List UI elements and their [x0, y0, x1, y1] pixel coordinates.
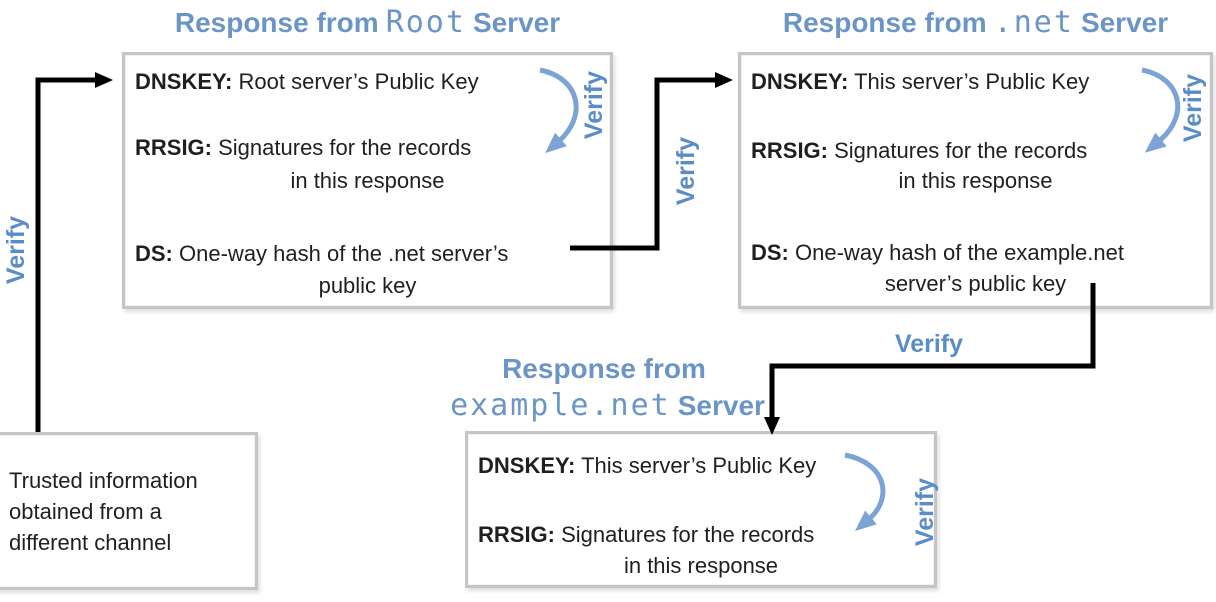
record-text: One-way hash of the .net server’s [179, 241, 509, 266]
trusted-text-line2: obtained from a [9, 499, 162, 524]
title-mono-net: .net [993, 5, 1074, 40]
ds-record: DS: One-way hash of the example.net [751, 238, 1204, 268]
record-label: RRSIG: [478, 522, 555, 547]
record-label: DNSKEY: [135, 69, 233, 94]
verify-label-mid: Verify [672, 136, 700, 206]
record-text: Signatures for the records [834, 138, 1088, 163]
record-label: DS: [751, 240, 789, 265]
root-response-box: DNSKEY: Root server’s Public Key RRSIG: … [122, 52, 613, 309]
rrsig-record: RRSIG: Signatures for the records [751, 136, 1204, 166]
arrow-trusted-to-root-dnskey [35, 72, 113, 432]
record-text: This server’s Public Key [854, 69, 1090, 94]
record-label: DNSKEY: [751, 69, 849, 94]
rrsig-record-line2: in this response [898, 168, 1053, 193]
dnskey-record: DNSKEY: This server’s Public Key [478, 451, 928, 481]
verify-label-net-box: Verify [1179, 73, 1207, 143]
record-text: This server’s Public Key [581, 453, 817, 478]
rrsig-record-line2: in this response [290, 168, 445, 193]
example-response-box: DNSKEY: This server’s Public Key RRSIG: … [465, 431, 937, 588]
verify-label-example-box: Verify [911, 477, 939, 547]
title-suffix: Server [1080, 7, 1169, 38]
title-prefix: Response from [782, 7, 987, 38]
trusted-text-line3: different channel [9, 530, 172, 555]
trusted-text-line1: Trusted information [9, 468, 198, 493]
verify-label-left: Verify [2, 215, 30, 285]
dnskey-record: DNSKEY: This server’s Public Key [751, 67, 1204, 97]
rrsig-record: RRSIG: Signatures for the records [135, 133, 604, 163]
title-mono-root: Root [385, 5, 466, 40]
rrsig-record-line2: in this response [623, 553, 779, 578]
rrsig-record: RRSIG: Signatures for the records [478, 520, 928, 550]
title-suffix: Server [677, 390, 765, 421]
record-text: One-way hash of the example.net [795, 240, 1124, 265]
dnskey-record: DNSKEY: Root server’s Public Key [135, 67, 604, 97]
record-label: RRSIG: [751, 138, 828, 163]
record-text: Signatures for the records [218, 135, 472, 160]
record-label: RRSIG: [135, 135, 212, 160]
title-suffix: Server [472, 7, 561, 38]
verify-label-root-box: Verify [580, 70, 608, 140]
ds-record-line2: server’s public key [884, 271, 1067, 296]
record-label: DS: [135, 241, 173, 266]
trusted-information-box: Trusted information obtained from a diff… [0, 432, 258, 590]
title-mono-example: example.net [450, 388, 671, 423]
title-prefix: Response from [174, 7, 379, 38]
record-label: DNSKEY: [478, 453, 576, 478]
ds-record: DS: One-way hash of the .net server’s [135, 239, 604, 269]
record-text: Signatures for the records [561, 522, 815, 547]
verify-label-bottom: Verify [894, 330, 964, 358]
net-response-box: DNSKEY: This server’s Public Key RRSIG: … [738, 52, 1213, 309]
title-line1: Response from [502, 353, 706, 384]
ds-record-line2: public key [318, 273, 417, 298]
record-text: Root server’s Public Key [238, 69, 479, 94]
